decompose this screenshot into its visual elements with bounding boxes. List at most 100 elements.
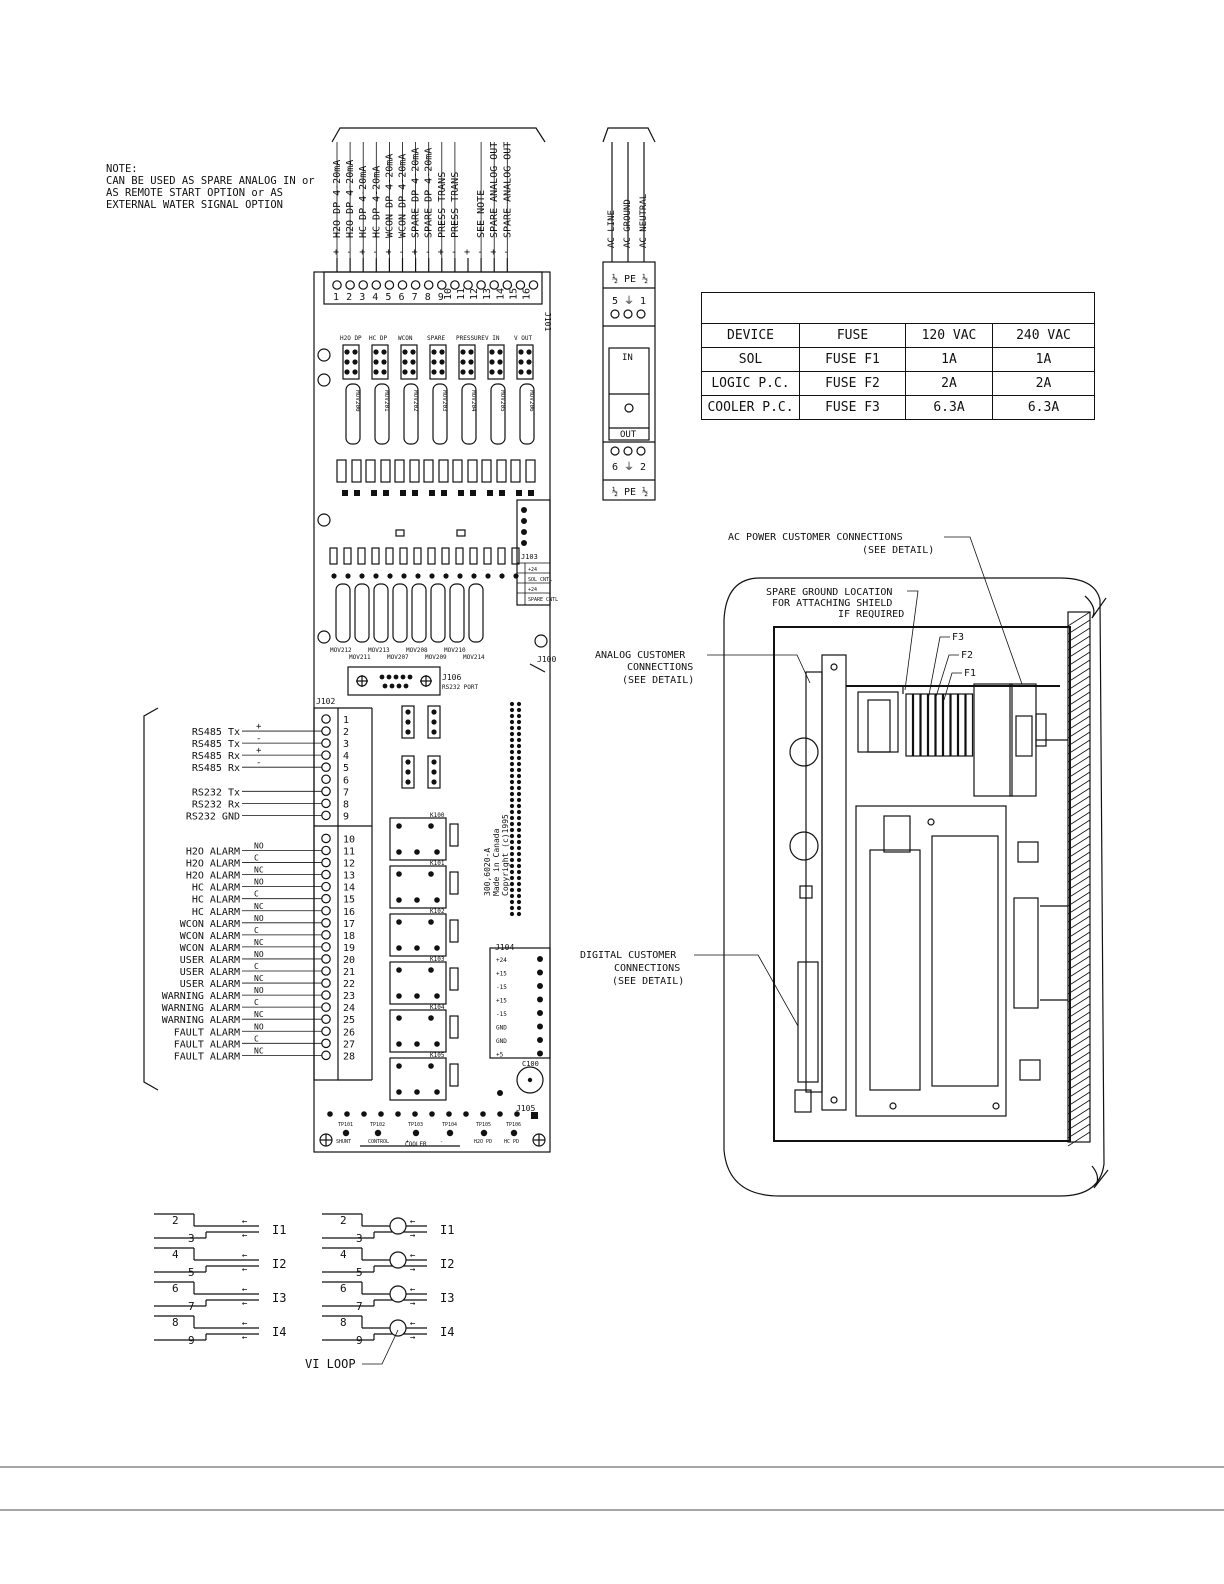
relay-pin — [434, 897, 440, 903]
loop-arrow: ← — [242, 1333, 248, 1343]
relay-diode — [449, 871, 459, 895]
cooler-label: COOLER — [405, 1141, 427, 1148]
header-pin — [509, 911, 515, 917]
analog-terminal-polarity: - — [399, 247, 405, 258]
relay-pin — [396, 871, 402, 877]
alarm-terminal-label: WARNING ALARM — [162, 1015, 240, 1026]
hatch-line — [1067, 1115, 1091, 1131]
alarm-contact: NO — [254, 986, 264, 995]
alarm-terminal-label: WCON ALARM — [180, 931, 240, 942]
spare-ground-callout-1: SPARE GROUND LOCATION — [766, 587, 892, 598]
header-pin — [509, 803, 515, 809]
terminal-screw — [321, 942, 331, 952]
alarm-terminal-label: FAULT ALARM — [174, 1051, 240, 1062]
relay-pin — [396, 919, 402, 925]
loop-arrow: → — [410, 1265, 416, 1275]
terminal-screw — [515, 280, 526, 290]
header-pin — [516, 827, 522, 833]
analog-terminal-number: 1 — [333, 292, 339, 303]
header-pin — [516, 887, 522, 893]
header-pin — [373, 349, 379, 355]
alarm-contact: NO — [254, 950, 264, 959]
header-pin — [509, 707, 515, 713]
relay-pin — [428, 967, 434, 973]
terminal-screw — [423, 280, 434, 290]
comm-terminal-label: RS485 Tx — [192, 727, 240, 738]
terminal-screw — [321, 1026, 331, 1037]
j104-row-label: +15 — [496, 998, 507, 1005]
header-pin — [344, 369, 350, 375]
j103-pin — [521, 540, 527, 546]
analog-terminal-polarity: - — [503, 247, 509, 258]
alarm-contact: NO — [254, 842, 264, 851]
alarm-contact: NO — [254, 914, 264, 923]
loop-terminal-number: 2 — [172, 1214, 179, 1227]
header-pin — [516, 713, 522, 719]
terminal-number: 19 — [343, 943, 355, 954]
analog-terminal-number: 9 — [438, 292, 444, 303]
j103-row-label: SPARE CNTL — [528, 597, 558, 603]
terminal-screw — [321, 726, 331, 736]
header-pin — [516, 881, 522, 887]
header-pin — [509, 797, 515, 803]
jumper-pin — [405, 709, 411, 715]
via — [401, 573, 407, 579]
test-point-label: SHUNT — [336, 1139, 351, 1145]
header-pin — [509, 791, 515, 797]
relay-pin — [396, 1015, 402, 1021]
j104-row-label: +5 — [496, 1052, 504, 1059]
alarm-contact: NO — [254, 1022, 264, 1031]
cell-fuse: FUSE F1 — [799, 347, 906, 372]
mov-label: MOV205 — [499, 390, 506, 412]
pad — [499, 490, 505, 496]
j104-pin — [537, 969, 543, 976]
test-point-label: HC PD — [504, 1139, 519, 1145]
jumper-pin — [431, 729, 437, 735]
hatch-line — [1067, 883, 1091, 899]
din-terminal — [950, 693, 959, 757]
cell-fuse: FUSE F2 — [799, 371, 906, 396]
j106-label: J106 — [442, 673, 461, 682]
ac-neutral-label: AC NEUTRAL — [639, 194, 649, 248]
j104-pin — [537, 956, 543, 962]
din-terminal — [957, 693, 966, 757]
relay-label: K101 — [430, 860, 445, 867]
terminal-screw — [397, 280, 408, 290]
board-group-label: HC DP — [369, 335, 387, 342]
analog-terminal-label: PRESS TRANS — [437, 172, 448, 238]
terminal-polarity: - — [256, 734, 261, 744]
relay-pin — [396, 849, 402, 855]
hatch-line — [1067, 1051, 1091, 1067]
terminal-number: 11 — [343, 847, 355, 858]
relay-pin — [396, 1063, 402, 1069]
hatch-line — [1067, 723, 1091, 739]
analog-terminal-polarity: + — [464, 247, 470, 258]
loop-arrow: ← — [242, 1285, 248, 1295]
mov-label: MOV202 — [412, 390, 419, 412]
analog-terminal-label: SPARE ANALOG OUT — [502, 142, 513, 238]
terminal-number: 6 — [343, 775, 349, 786]
resistor — [413, 547, 422, 565]
header-pin — [526, 349, 532, 355]
resistor — [351, 459, 362, 483]
header-pin — [497, 349, 503, 355]
hatch-line — [1067, 763, 1091, 779]
j106-sublabel: RS232 PORT — [442, 684, 479, 691]
resistor — [455, 547, 464, 565]
alarm-terminal-label: HC ALARM — [192, 883, 240, 894]
board-group-label: V OUT — [514, 335, 532, 342]
cell-fuse: FUSE F3 — [799, 395, 906, 420]
header-pin — [516, 773, 522, 779]
hatch-line — [1067, 779, 1091, 795]
resistor — [371, 547, 380, 565]
terminal-screw — [321, 1038, 331, 1049]
j103-pin — [521, 518, 527, 524]
pad — [400, 490, 406, 496]
relay-label: K100 — [430, 812, 445, 819]
resistor — [423, 459, 434, 483]
via — [499, 573, 505, 579]
terminal-header — [429, 344, 447, 380]
cell-120vac: 2A — [905, 371, 993, 396]
mov-component — [374, 383, 390, 445]
terminal-number: 25 — [343, 1015, 355, 1026]
